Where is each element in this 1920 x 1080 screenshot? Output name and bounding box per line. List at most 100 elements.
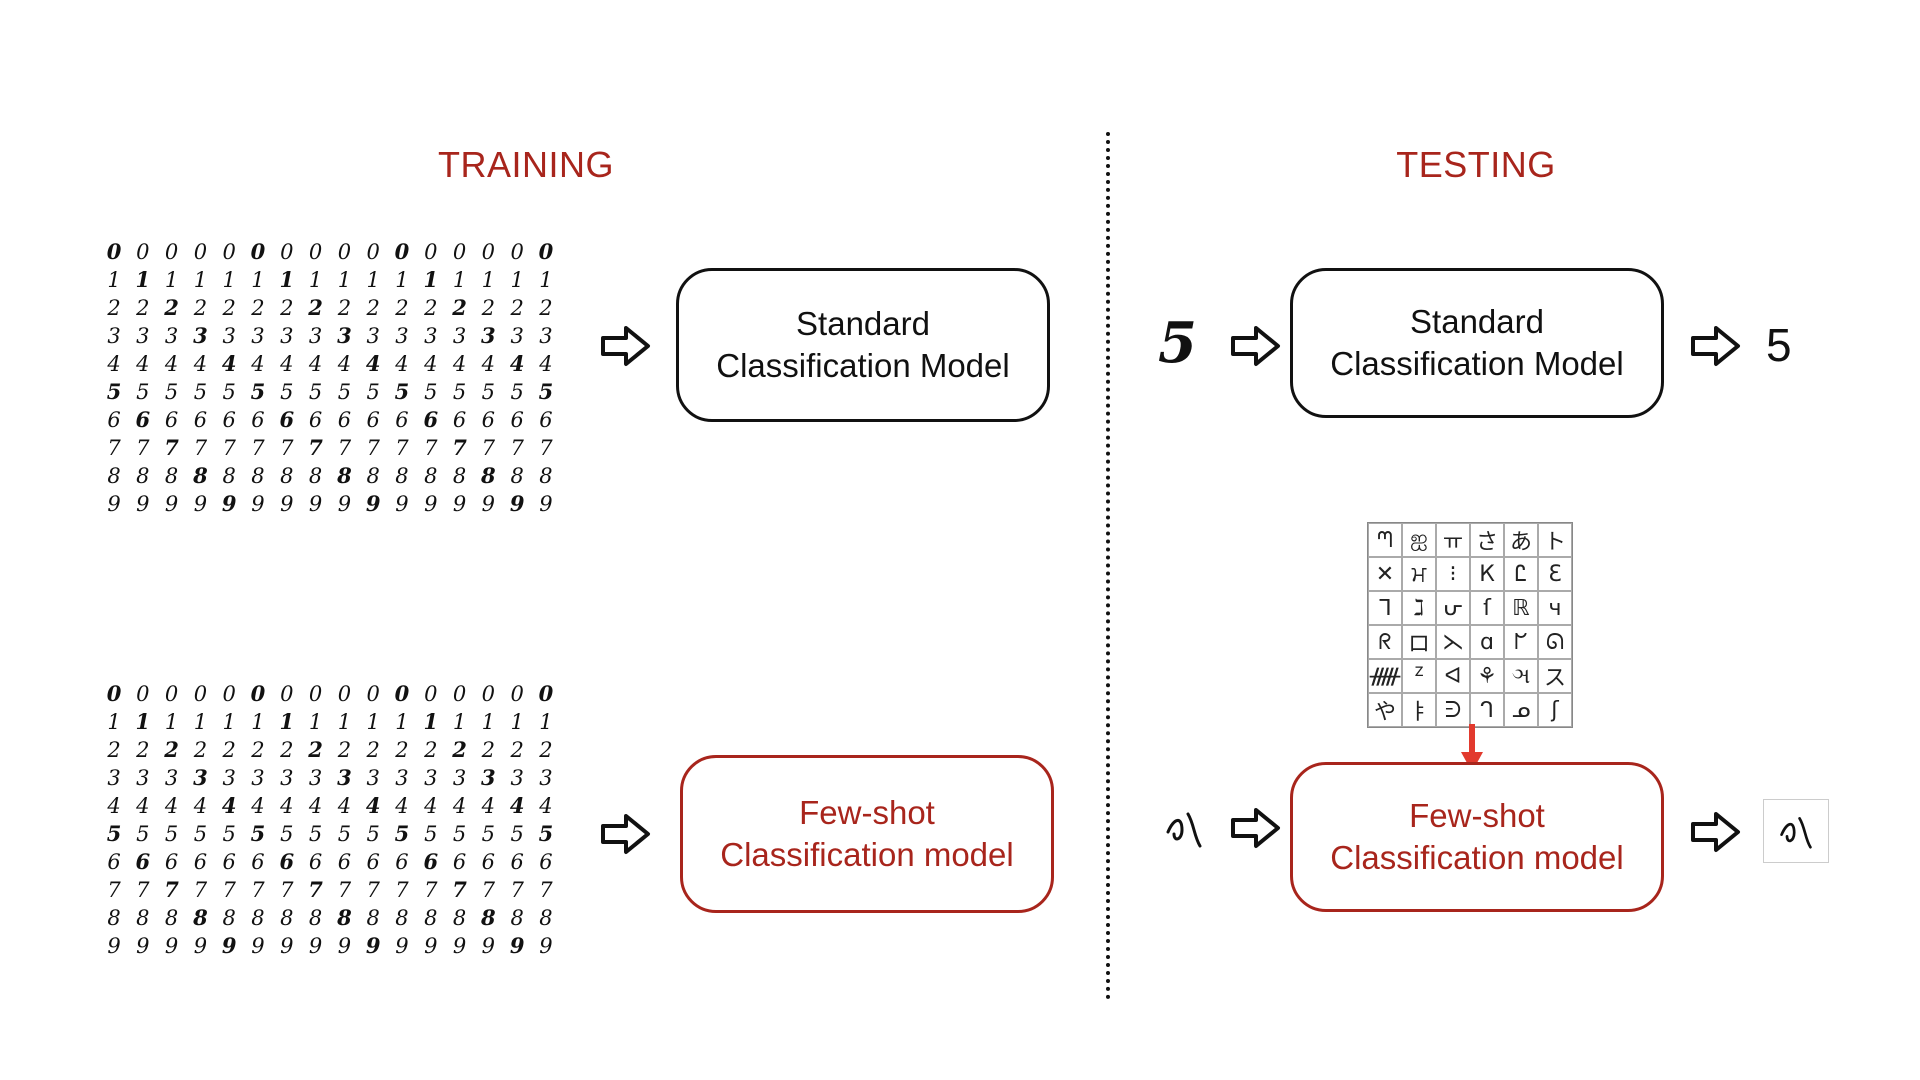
digit-cell: 8 <box>280 906 294 930</box>
support-symbol-cell: ロ <box>1402 625 1436 659</box>
digit-cell: 0 <box>106 239 122 264</box>
digit-cell: 1 <box>164 710 179 734</box>
digit-cell: 5 <box>366 380 380 404</box>
digit-cell: 3 <box>481 765 496 790</box>
digit-cell: 8 <box>164 464 179 488</box>
digit-cell: 9 <box>481 492 496 516</box>
digit-cell: 2 <box>222 296 236 320</box>
digit-cell: 4 <box>308 352 323 376</box>
digit-cell: 6 <box>308 850 323 874</box>
digit-cell: 9 <box>452 492 467 516</box>
digit-cell: 1 <box>395 268 409 292</box>
digit-cell: 4 <box>221 793 237 818</box>
digit-cell: 8 <box>251 906 265 930</box>
support-symbol-cell: Ɛ <box>1538 557 1572 591</box>
training-standard-model-box: Standard Classification Model <box>676 268 1050 422</box>
digit-cell: 0 <box>394 239 410 264</box>
digit-cell: 4 <box>107 794 121 818</box>
digit-cell: 5 <box>452 380 467 404</box>
support-symbol-cell: あ <box>1504 523 1538 557</box>
digit-cell: 5 <box>424 380 438 404</box>
digit-cell: 1 <box>222 710 236 734</box>
training-standard-model-label: Standard Classification Model <box>716 305 1010 384</box>
digit-cell: 4 <box>424 352 438 376</box>
support-symbol-cell: ト <box>1538 523 1572 557</box>
digit-cell: 5 <box>510 380 524 404</box>
digit-cell: 0 <box>164 682 179 706</box>
digit-cell: 3 <box>193 765 208 790</box>
digit-cell: 0 <box>193 240 208 264</box>
digit-cell: 3 <box>337 323 352 348</box>
digit-cell: 8 <box>308 906 323 930</box>
digit-cell: 1 <box>193 268 208 292</box>
digit-cell: 4 <box>136 794 150 818</box>
digit-cell: 9 <box>193 934 208 958</box>
digit-cell: 1 <box>107 268 121 292</box>
digit-cell: 6 <box>135 407 151 432</box>
digit-cell: 9 <box>424 492 438 516</box>
digit-cell: 8 <box>193 905 208 930</box>
support-symbol-cell: ス <box>1538 659 1572 693</box>
digit-cell: 0 <box>452 682 467 706</box>
digit-cell: 4 <box>251 794 265 818</box>
digit-cell: 2 <box>164 295 179 320</box>
support-symbol-cell: ᐊ <box>1436 659 1470 693</box>
digit-cell: 7 <box>452 435 467 460</box>
digit-cell: 3 <box>337 765 352 790</box>
support-symbol-cell: ℝ <box>1504 591 1538 625</box>
digit-cell: 1 <box>251 268 265 292</box>
support-symbol-cell: ઞ <box>1504 659 1538 693</box>
digit-cell: 3 <box>222 324 236 348</box>
digit-cell: 1 <box>539 710 553 734</box>
digit-cell: 3 <box>539 766 553 790</box>
digit-cell: 6 <box>366 408 380 432</box>
digit-cell: 9 <box>136 492 150 516</box>
digit-cell: 8 <box>136 906 150 930</box>
digit-cell: 1 <box>423 709 439 734</box>
test-standard-output-digit: 5 <box>1766 319 1792 371</box>
digit-cell: 5 <box>481 822 496 846</box>
support-symbol-cell: ⋋ <box>1436 625 1470 659</box>
digit-cell: 0 <box>222 240 236 264</box>
digit-cell: 6 <box>308 408 323 432</box>
test-fewshot-model-box: Few-shot Classification model <box>1290 762 1664 912</box>
digit-cell: 6 <box>164 850 179 874</box>
digit-cell: 8 <box>452 906 467 930</box>
digit-cell: 2 <box>366 738 380 762</box>
support-symbol-cell: ᘏ <box>1538 625 1572 659</box>
digit-cell: 7 <box>107 878 121 902</box>
digit-cell: 3 <box>164 766 179 790</box>
training-standard-arrow-icon <box>601 326 650 366</box>
digit-cell: 0 <box>164 240 179 264</box>
digit-cell: 5 <box>308 822 323 846</box>
digit-cell: 2 <box>193 738 208 762</box>
digit-cell: 8 <box>424 906 438 930</box>
testing-heading: TESTING <box>1396 144 1556 185</box>
digit-cell: 6 <box>135 849 151 874</box>
digit-cell: 5 <box>366 822 380 846</box>
digit-cell: 5 <box>106 821 122 846</box>
digit-cell: 2 <box>366 296 380 320</box>
digit-cell: 6 <box>337 850 352 874</box>
digit-cell: 0 <box>280 682 294 706</box>
digit-cell: 8 <box>452 464 467 488</box>
digit-cell: 2 <box>424 296 438 320</box>
digit-cell: 5 <box>193 380 208 404</box>
digit-cell: 3 <box>164 324 179 348</box>
support-symbol-cell: や <box>1368 693 1402 727</box>
digit-cell: 8 <box>481 905 496 930</box>
digit-cell: 6 <box>107 408 121 432</box>
support-symbol-cell: ᖸ <box>1504 625 1538 659</box>
support-symbol-cell: ஐ <box>1402 523 1436 557</box>
digit-cell: 9 <box>164 492 179 516</box>
digit-cell: 3 <box>280 766 294 790</box>
digit-cell: 4 <box>481 352 496 376</box>
test-standard-input-arrow-icon <box>1231 326 1280 366</box>
digit-cell: 4 <box>251 352 265 376</box>
digit-cell: 2 <box>251 296 265 320</box>
support-symbol-cell: ᕂ <box>1436 591 1470 625</box>
digit-cell: 2 <box>107 738 121 762</box>
digit-cell: 8 <box>337 463 352 488</box>
digit-cell: 8 <box>136 464 150 488</box>
